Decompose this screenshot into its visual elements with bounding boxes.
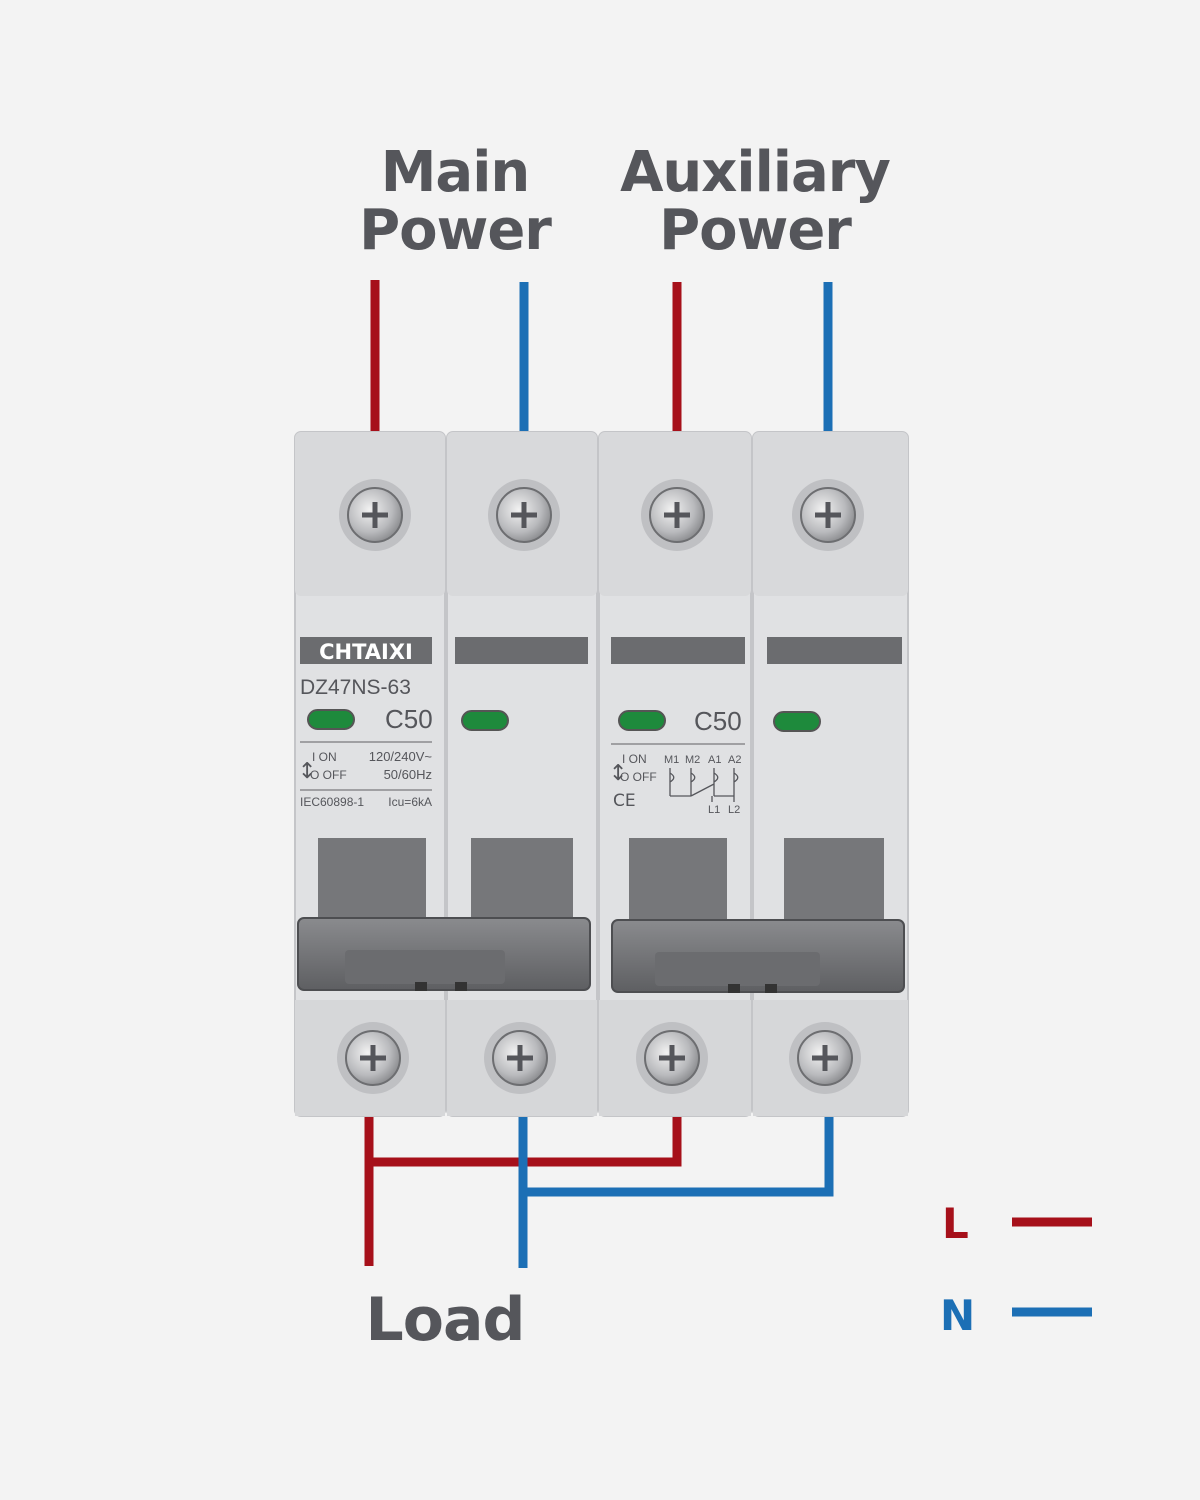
arrow-icon: ↕ — [298, 759, 316, 784]
screw-icon — [792, 479, 864, 551]
arrow-icon: ↕ — [609, 761, 627, 786]
screw-icon — [484, 1022, 556, 1094]
screw-icon — [636, 1022, 708, 1094]
terminal-a2: A2 — [728, 754, 741, 766]
terminal-m2: M2 — [685, 754, 700, 766]
terminal-l2: L2 — [728, 804, 740, 816]
indicator-lights — [307, 709, 821, 732]
label-bar-4 — [767, 637, 902, 664]
off-label: O OFF — [310, 768, 347, 782]
standard-text: IEC60898-1 — [300, 795, 364, 809]
load-wires — [364, 1117, 834, 1268]
indicator-icon — [618, 710, 666, 731]
terminal-m1: M1 — [664, 754, 679, 766]
load-heading: Load — [365, 1285, 526, 1355]
auxiliary-power-line-2: Power — [659, 198, 852, 263]
terminal-l1: L1 — [708, 804, 720, 816]
breaker-body: CHTAIXI DZ47NS-63 C50 C50 ↕ I ON O OFF 1… — [294, 431, 909, 1117]
indicator-icon — [773, 711, 821, 732]
bottom-terminal-screws — [337, 1022, 861, 1094]
indicator-icon — [461, 710, 509, 731]
auxiliary-power-line-1: Auxiliary — [620, 140, 891, 205]
auxiliary-power-heading: Auxiliary Power — [600, 144, 910, 260]
main-power-line-1: Main — [380, 140, 531, 205]
screw-icon — [488, 479, 560, 551]
load-neutral-wire — [518, 1117, 834, 1268]
toggle-handle-auxiliary[interactable] — [611, 919, 905, 993]
load-live-wire — [364, 1117, 682, 1266]
ce-mark: CE — [613, 791, 636, 811]
schematic-icon — [669, 768, 739, 802]
rating-text-1: C50 — [385, 704, 433, 734]
screw-icon — [337, 1022, 409, 1094]
indicator-icon — [307, 709, 355, 730]
label-bar-3 — [611, 637, 745, 664]
top-terminal-screws — [339, 479, 864, 551]
terminal-a1: A1 — [708, 754, 721, 766]
main-power-heading: Main Power — [330, 144, 580, 260]
frequency-text: 50/60Hz — [384, 767, 432, 782]
capacity-text: Icu=6kA — [388, 795, 432, 809]
screw-icon — [789, 1022, 861, 1094]
brand-plate — [300, 637, 432, 664]
toggle-handle-main[interactable] — [297, 917, 591, 991]
incoming-wires — [370, 280, 833, 435]
brand-text: CHTAIXI — [319, 640, 413, 664]
screw-icon — [641, 479, 713, 551]
legend-neutral-letter: N — [940, 1291, 976, 1340]
on-label: I ON — [312, 750, 337, 764]
off-label-2: O OFF — [620, 770, 657, 784]
model-text: DZ47NS-63 — [300, 676, 411, 699]
screw-icon — [339, 479, 411, 551]
legend-live-letter: L — [942, 1199, 969, 1248]
handle-slots — [318, 838, 884, 932]
main-power-line-2: Power — [359, 198, 552, 263]
rating-text-2: C50 — [694, 706, 742, 736]
label-bar-2 — [455, 637, 588, 664]
voltage-text: 120/240V~ — [369, 749, 433, 764]
on-label-2: I ON — [622, 752, 647, 766]
